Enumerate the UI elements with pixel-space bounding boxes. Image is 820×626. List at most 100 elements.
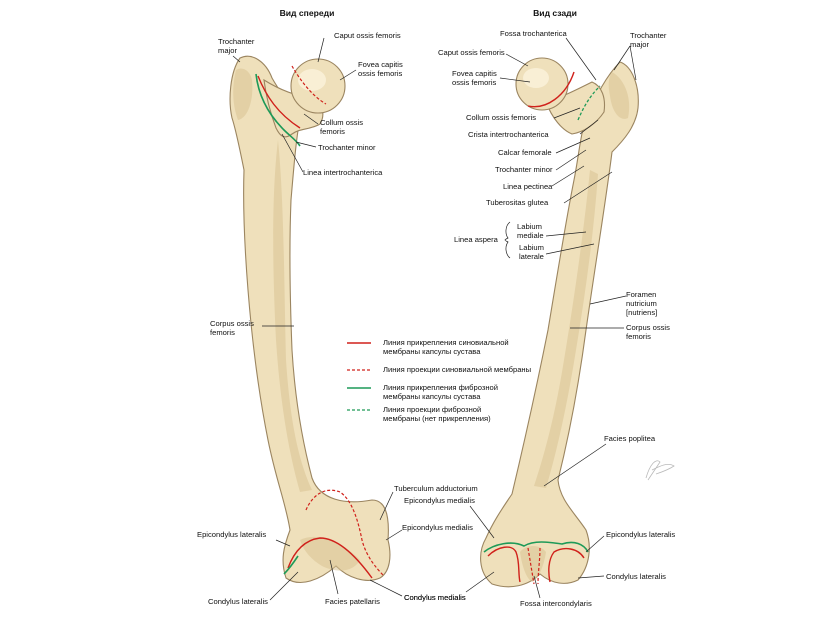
post-label-labium-laterale-2: laterale [519,252,544,261]
post-label-crista: Crista intertrochanterica [468,130,549,139]
post-label-fovea-1: Fovea capitis [452,69,497,78]
ant-label-fovea-1: Fovea capitis [358,60,403,69]
posterior-trochanter-shade [608,72,630,119]
ant-label-condylus-medialis: Condylus medialis [404,593,466,602]
legend-item-1-line-2: мембраны капсулы сустава [383,347,481,356]
ant-label-epicondylus-medialis: Epicondylus medialis [402,523,473,532]
leader-post-condylus-medialis [465,571,495,593]
ant-label-trochanter-major-1: Trochanter [218,37,255,46]
legend-item-2-line-1: Линия проекции синовиальной мембраны [383,365,531,374]
post-label-trochanter-major-2: major [630,40,649,49]
post-label-collum: Collum ossis femoris [466,113,536,122]
anterior-fibrous-hip-line [255,73,301,147]
leader-post-epicondylus-medialis [469,505,495,539]
ant-label-condylus-lateralis: Condylus lateralis [208,597,268,606]
post-label-facies-poplitea: Facies poplitea [604,434,656,443]
leader-ant-epicondylus-lateralis [275,539,291,547]
post-label-foramen-3: [nutriens] [626,308,657,317]
anterior-condyle-shade [300,536,360,571]
leader-post-linea-pectinea [551,165,585,187]
leader-ant-trochanter-major [232,55,241,63]
posterior-shaft-shade [534,170,598,488]
leader-ant-facies-patellaris [329,559,339,595]
anterior-fibrous-knee-line [283,555,299,575]
leader-ant-condylus-medialis [369,579,403,597]
leader-post-collum [553,107,581,119]
posterior-femur-neck [545,81,606,135]
post-label-caput: Caput ossis femoris [438,48,505,57]
leader-ant-linea-intertrochanterica [281,133,304,173]
leader-post-foramen [589,295,627,305]
anterior-synovial-hip-line [257,75,301,129]
ant-label-collum-1: Collum ossis [320,118,363,127]
leader-post-trochanter-major [613,45,637,81]
post-label-fossa-trochanterica: Fossa trochanterica [500,29,567,38]
leader-post-fovea [499,77,531,83]
anterior-femur [229,55,391,583]
post-label-corpus-2: femoris [626,332,651,341]
post-label-condylus-medialis: Condylus medialis [404,593,466,602]
leader-post-calcar [555,137,591,154]
anterior-synovial-knee-line [287,537,373,579]
posterior-synovial-knee-line [487,546,585,583]
leader-post-fossa-trochanterica [565,37,597,81]
anterior-labels: Trochanter major Caput ossis femoris Fov… [197,31,478,606]
leader-ant-trochanter-minor [295,141,317,148]
post-label-linea-aspera: Linea aspera [454,235,499,244]
legend-item-3-line-1: Линия прикрепления фиброзной [383,383,498,392]
ant-label-trochanter-minor: Trochanter minor [318,143,376,152]
leader-post-condylus-lateralis [577,575,605,579]
ant-label-epicondylus-lateralis: Epicondylus lateralis [197,530,266,539]
post-label-linea-pectinea: Linea pectinea [503,182,553,191]
leader-ant-caput [317,37,325,63]
ant-label-corpus-2: femoris [210,328,235,337]
anterior-femur-body [229,55,391,583]
anterior-synovial-hip-projection [291,65,327,105]
post-label-epicondylus-lateralis: Epicondylus lateralis [606,530,675,539]
leader-post-crista [579,119,599,135]
anterior-trochanter-shade [233,68,253,120]
ant-label-tuberculum-adductorium: Tuberculum adductorium [394,484,478,493]
posterior-femur [480,57,639,588]
leader-post-trochanter-minor [555,149,587,171]
post-label-epicondylus-medialis: Epicondylus medialis [404,496,475,505]
leader-ant-collum [303,113,319,125]
ant-label-caput: Caput ossis femoris [334,31,401,40]
post-label-labium-mediale-1: Labium [517,222,542,231]
post-label-labium-laterale-1: Labium [519,243,544,252]
legend-item-4-line-2: мембраны (нет прикрепления) [383,414,491,423]
leader-post-epicondylus-lateralis [585,535,605,553]
leader-post-tuberositas [563,171,613,204]
post-label-fossa-intercondylaris: Fossa intercondylaris [520,599,592,608]
posterior-fibrous-hip-projection [577,85,601,121]
ant-label-linea-intertrochanterica: Linea intertrochanterica [303,168,383,177]
leader-post-facies-poplitea [543,443,607,487]
leader-ant-condylus-lateralis [269,571,299,601]
post-label-tuberositas: Tuberositas glutea [486,198,549,207]
post-label-corpus-1: Corpus ossis [626,323,670,332]
posterior-head-highlight [523,68,549,88]
leader-post-caput [505,53,529,67]
legend-item-1-line-1: Линия прикрепления синовиальной [383,338,509,347]
leader-ant-epicondylus-medialis [385,529,403,541]
post-label-labium-mediale-2: mediale [517,231,544,240]
anterior-shaft-shade [273,140,312,492]
post-label-condylus-lateralis: Condylus lateralis [606,572,666,581]
post-label-trochanter-minor: Trochanter minor [495,165,553,174]
posterior-synovial-hip-line [527,71,575,108]
post-label-foramen-1: Foramen [626,290,656,299]
leader-ant-fovea [339,69,357,81]
ant-label-facies-patellaris: Facies patellaris [325,597,380,606]
legend-item-4-line-1: Линия проекции фиброзной [383,405,481,414]
posterior-fibrous-knee-line [483,541,589,553]
ant-label-trochanter-major-2: major [218,46,237,55]
legend: Линия прикрепления синовиальной мембраны… [347,338,531,423]
leader-post-labium-mediale [545,231,587,237]
posterior-femur-body [480,61,639,588]
ant-label-corpus-1: Corpus ossis [210,319,254,328]
post-label-fovea-2: ossis femoris [452,78,497,87]
post-label-calcar: Calcar femorale [498,148,552,157]
artist-signature [645,460,675,481]
